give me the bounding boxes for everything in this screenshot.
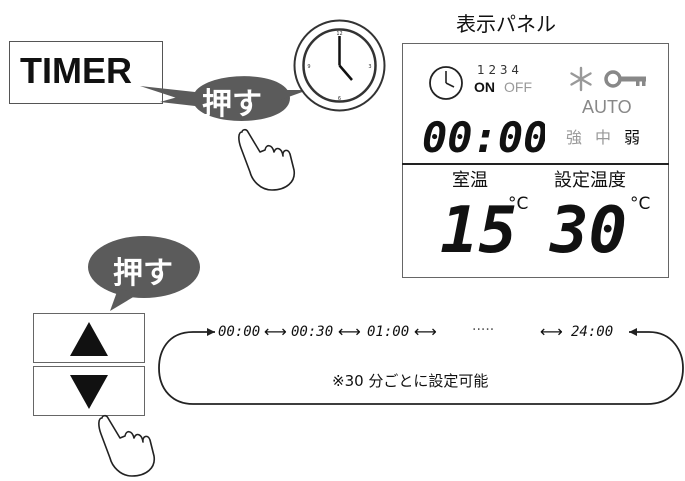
timeline-loop [158, 328, 684, 405]
timer-button[interactable]: TIMER [9, 41, 163, 104]
key-icon [604, 70, 646, 88]
up-button[interactable] [33, 313, 145, 363]
pointing-hand-icon-top [238, 128, 296, 191]
snowflake-icon [570, 66, 592, 92]
timer-slot-numbers: 1 2 3 4 [477, 63, 519, 77]
press-bubble-top [140, 76, 308, 121]
press-bubble-bottom [88, 236, 200, 311]
timeline-ellipsis: ····· [472, 322, 495, 338]
down-arrow-icon [70, 375, 108, 409]
timeline-step-5: 24:00 [571, 324, 614, 340]
svg-text:12: 12 [336, 31, 342, 37]
fan-level-strong: 強 [566, 128, 583, 147]
svg-text:9: 9 [307, 64, 310, 70]
set-temp-unit: °C [630, 194, 651, 214]
down-button[interactable] [33, 366, 145, 416]
wall-clock-icon: 12 3 6 9 [293, 19, 386, 112]
press-bubble-top-label: 押す [202, 87, 262, 122]
double-arrow-icon: ⟷ [414, 322, 437, 341]
svg-text:3: 3 [368, 64, 371, 70]
set-temp-label: 設定温度 [554, 170, 626, 191]
on-label: ON [474, 79, 495, 95]
time-display-digits: 00:00 [422, 113, 545, 158]
press-bubble-bottom-label: 押す [113, 256, 173, 291]
set-temp-value: 30 [549, 194, 627, 260]
double-arrow-icon: ⟷ [540, 322, 563, 341]
double-arrow-icon: ⟷ [338, 322, 361, 341]
room-temp-display: 15 [440, 194, 517, 260]
room-temp-value: 15 [440, 194, 517, 260]
timeline-step-3: 01:00 [367, 324, 410, 340]
fan-level-medium: 中 [595, 128, 612, 147]
panel-title: 表示パネル [456, 12, 556, 36]
timer-button-label: TIMER [20, 50, 132, 91]
panel-divider [402, 163, 669, 165]
timeline-note: ※30 分ごとに設定可能 [332, 372, 489, 390]
timeline-step-1: 00:00 [218, 324, 261, 340]
display-panel [402, 43, 669, 278]
svg-text:6: 6 [338, 96, 341, 102]
timeline-step-2: 00:30 [291, 324, 334, 340]
double-arrow-icon: ⟷ [264, 322, 287, 341]
pointing-hand-icon-bottom [98, 414, 156, 477]
set-temp-display: 30 [549, 194, 627, 260]
fan-level-weak: 弱 [624, 128, 641, 147]
mode-auto: AUTO [582, 97, 632, 117]
room-temp-unit: °C [508, 194, 529, 214]
clock-icon [429, 66, 463, 100]
off-label: OFF [504, 79, 532, 95]
up-arrow-icon [70, 322, 108, 356]
room-temp-label: 室温 [452, 170, 488, 191]
time-display: 00:00 [422, 113, 545, 158]
